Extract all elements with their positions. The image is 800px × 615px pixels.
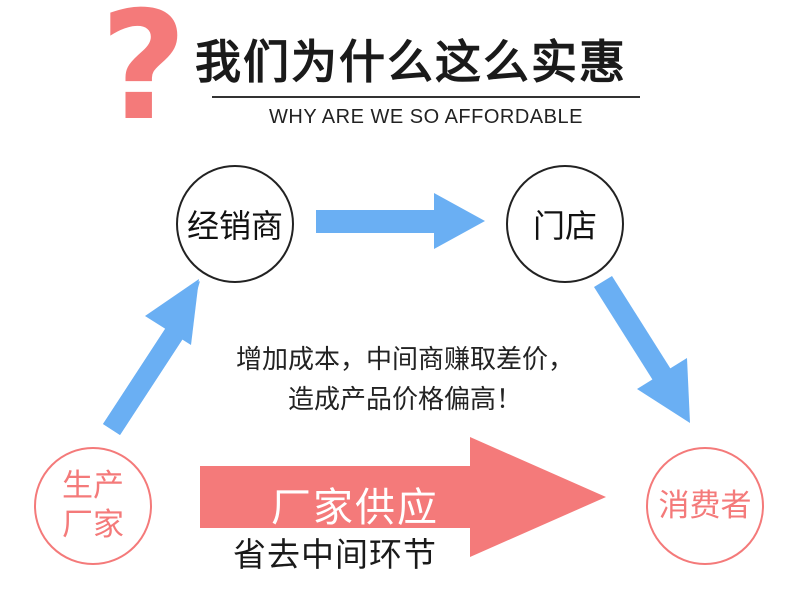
arrow-distributor-to-store (316, 193, 485, 249)
node-store: 门店 (506, 165, 624, 283)
node-manufacturer-label: 生产 厂家 (62, 468, 124, 543)
middleman-note: 增加成本，中间商赚取差价， 造成产品价格偏高！ (175, 340, 635, 420)
direct-supply-sublabel: 省去中间环节 (233, 535, 437, 574)
page-title: 我们为什么这么实惠 (195, 35, 627, 89)
node-consumer: 消费者 (646, 447, 764, 565)
arrow-manufacturer-to-distributor-body (103, 326, 184, 435)
question-mark-icon: ? (100, 0, 188, 154)
direct-supply-label: 厂家供应 (271, 485, 439, 531)
arrow-store-to-consumer-body (594, 276, 672, 382)
node-consumer-label: 消费者 (658, 487, 752, 524)
node-manufacturer: 生产 厂家 (34, 447, 152, 565)
node-distributor-label: 经销商 (186, 207, 283, 245)
page-subtitle: WHY ARE WE SO AFFORDABLE (269, 106, 583, 128)
node-distributor: 经销商 (176, 165, 294, 283)
middleman-note-line2: 造成产品价格偏高！ (287, 385, 522, 415)
arrow-direct-supply (200, 437, 606, 557)
middleman-note-line1: 增加成本，中间商赚取差价， (235, 345, 574, 375)
arrow-store-to-consumer-head (637, 358, 690, 423)
title-divider (212, 96, 640, 98)
node-store-label: 门店 (532, 207, 597, 245)
arrow-manufacturer-to-distributor-head (145, 279, 199, 345)
